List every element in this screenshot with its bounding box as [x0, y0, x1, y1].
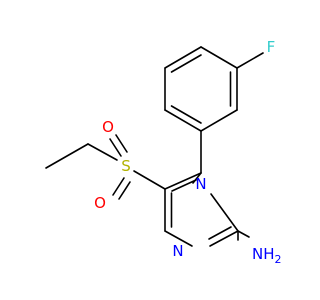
- bond-s-o-top-a: [109, 138, 122, 157]
- bond-n1-c2: [209, 230, 239, 247]
- bond-ph4-ph5: [164, 46, 202, 69]
- bond-ph3-f: [236, 52, 264, 69]
- bond-s-o-top-b: [115, 134, 128, 153]
- atom-nitrogen-ring-lower: N: [172, 242, 183, 260]
- amine-subscript: 2: [275, 253, 282, 266]
- atom-nitrogen-ring-upper: N: [195, 175, 206, 193]
- atom-oxygen-bottom: O: [94, 194, 106, 212]
- bond-ch3-ch2: [45, 143, 89, 169]
- bond-s-o-bottom-a: [112, 177, 125, 196]
- bond-ph6-ph1: [164, 109, 202, 132]
- bond-c4-c5: [164, 172, 202, 190]
- bonds: [45, 46, 264, 247]
- atom-amine: NH2: [252, 245, 282, 266]
- bond-n1-c2-inner: [208, 226, 232, 240]
- bond-c4-c5-inner: [171, 179, 197, 192]
- bond-c2-n3: [210, 193, 239, 232]
- bond-c6-n1: [164, 230, 193, 247]
- amine-label: NH: [252, 245, 275, 263]
- bond-ph3-ph4: [200, 46, 238, 69]
- molecule-structure: F S O O N N NH2: [45, 38, 282, 266]
- bond-ch2-s: [87, 143, 118, 161]
- bond-s-o-bottom-b: [118, 181, 131, 200]
- atom-sulfur: S: [121, 157, 131, 175]
- atom-fluorine: F: [267, 38, 276, 56]
- bond-ph4-ph5-inner: [170, 54, 202, 73]
- bond-c2-nh2-ext: [237, 230, 250, 238]
- atom-oxygen-top: O: [102, 118, 114, 136]
- bond-ph6-ph1-inner: [170, 105, 202, 124]
- atom-labels: F S O O N N NH2: [94, 38, 281, 266]
- bond-ph1-ph2: [200, 109, 238, 132]
- bond-s-ring: [133, 170, 166, 190]
